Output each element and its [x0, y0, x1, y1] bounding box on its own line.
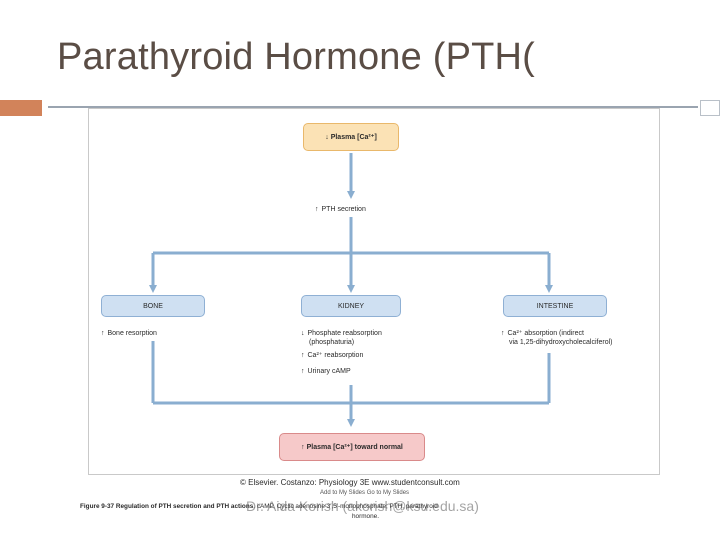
slide-actions-text: Add to My Slides Go to My Slides: [320, 490, 410, 496]
decrease-arrow-icon: ↓: [301, 330, 305, 337]
author-email: Dr. Aida Korish (akorish@ksu.edu.sa): [246, 498, 479, 514]
accent-box: [700, 100, 720, 116]
kidney-effect-1: ↓Phosphate reabsorption (phosphaturia): [301, 329, 382, 347]
kidney-node: KIDNEY: [301, 295, 401, 317]
intestine-effect-text: Ca²⁺ absorption (indirect: [507, 330, 584, 337]
intestine-effect-subtext: via 1,25-dihydroxycholecalciferol): [509, 339, 613, 346]
pth-diagram: ↓ Plasma [Ca²⁺] ↑PTH secretion BONE KIDN…: [88, 108, 660, 475]
kidney-effect-text: Phosphate reabsorption: [307, 330, 382, 337]
kidney-title: KIDNEY: [337, 302, 365, 310]
plasma-calcium-label: Plasma [Ca²⁺]: [330, 134, 377, 141]
kidney-effect-3: ↑Urinary cAMP: [301, 367, 351, 376]
connector-lines: [149, 153, 553, 427]
copyright-line: © Elsevier. Costanzo: Physiology 3E www.…: [240, 478, 460, 487]
increase-arrow-icon: ↑: [301, 368, 305, 375]
divider-line: [48, 106, 698, 108]
increase-arrow-icon: ↑: [301, 352, 305, 359]
figure-caption-line2: hormone.: [352, 513, 379, 520]
bone-effect-text: Bone resorption: [107, 330, 157, 337]
kidney-effect-text: Ca²⁺ reabsorption: [307, 352, 364, 359]
plasma-calcium-normal-label: Plasma [Ca²⁺] toward normal: [306, 444, 403, 451]
caption-bold: Figure 9-37 Regulation of PTH secretion …: [80, 503, 254, 510]
increase-arrow-icon: ↑: [301, 443, 305, 451]
intestine-effect-1: ↑Ca²⁺ absorption (indirect via 1,25-dihy…: [501, 329, 613, 347]
intestine-node: INTESTINE: [503, 295, 607, 317]
accent-bar: [0, 100, 42, 116]
increase-arrow-icon: ↑: [501, 330, 505, 337]
kidney-effect-text: Urinary cAMP: [307, 368, 351, 375]
decrease-arrow-icon: ↓: [325, 133, 329, 141]
plasma-calcium-low-node: ↓ Plasma [Ca²⁺]: [303, 123, 399, 151]
kidney-effect-2: ↑Ca²⁺ reabsorption: [301, 351, 363, 360]
plasma-calcium-normal-node: ↑ Plasma [Ca²⁺] toward normal: [279, 433, 425, 461]
bone-title: BONE: [143, 302, 163, 310]
pth-secretion-label: ↑PTH secretion: [315, 205, 366, 214]
bone-node: BONE: [101, 295, 205, 317]
slide-title: Parathyroid Hormone (PTH(: [57, 36, 536, 78]
increase-arrow-icon: ↑: [101, 330, 105, 337]
caption-rest: . cAMP, Cyclic adenosine 3′,5′-monophosp…: [253, 503, 438, 510]
pth-secretion-text: PTH secretion: [321, 206, 366, 213]
figure-caption: Figure 9-37 Regulation of PTH secretion …: [80, 503, 438, 510]
increase-arrow-icon: ↑: [315, 206, 319, 213]
kidney-effect-subtext: (phosphaturia): [309, 339, 355, 346]
intestine-title: INTESTINE: [536, 302, 574, 310]
bone-effect-1: ↑Bone resorption: [101, 329, 157, 338]
